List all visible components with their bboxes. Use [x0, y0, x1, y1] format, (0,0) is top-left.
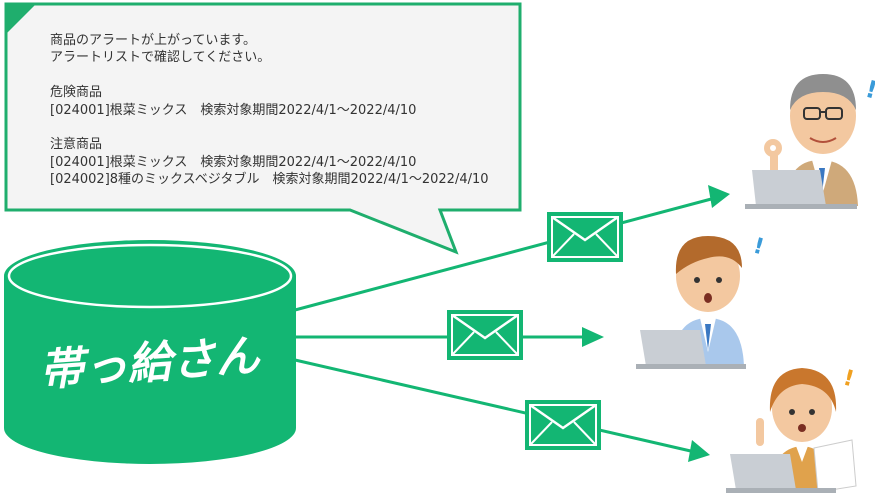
recipient-staff-woman: ! — [726, 366, 857, 493]
intro-line: 商品のアラートが上がっています。 — [50, 33, 257, 48]
arrows — [294, 196, 716, 454]
intro-line: アラートリストで確認してください。 — [50, 50, 271, 66]
envelope-icon — [525, 400, 601, 450]
speech-bubble — [4, 2, 522, 255]
arrow-right-icon — [708, 185, 730, 208]
alert-exclamation-icon: ! — [840, 366, 856, 393]
arrow-to-manager — [294, 196, 716, 312]
caution-item: [024001]根菜ミックス 検索対象期間2022/4/1～2022/4/10 — [50, 154, 417, 170]
alert-exclamation-icon: ! — [750, 234, 766, 261]
laptop-icon — [636, 330, 746, 369]
database-cylinder: 帯っ給さん — [4, 240, 296, 464]
danger-heading: 危険商品 — [50, 85, 103, 101]
envelope-icon — [547, 212, 623, 262]
arrow-to-staff-woman — [294, 358, 696, 454]
alert-exclamation-icon: ! — [862, 75, 875, 105]
laptop-icon — [745, 170, 857, 209]
danger-item: [024001]根菜ミックス 検索対象期間2022/4/1～2022/4/10 — [50, 102, 417, 118]
alert-message: 商品のアラートが上がっています。 アラートリストで確認してください。 危険商品 … — [50, 32, 489, 189]
bubble-corner-mark — [6, 4, 36, 34]
caution-heading: 注意商品 — [50, 137, 103, 153]
caution-item: [024002]8種のミックスベジタブル 検索対象期間2022/4/1～2022… — [50, 172, 489, 188]
arrow-right-icon — [582, 327, 604, 347]
recipient-manager: ! — [745, 74, 875, 209]
recipient-staff-man: ! — [636, 234, 767, 369]
arrow-right-icon — [688, 440, 710, 462]
laptop-icon — [726, 454, 836, 493]
envelope-icon — [447, 310, 523, 360]
